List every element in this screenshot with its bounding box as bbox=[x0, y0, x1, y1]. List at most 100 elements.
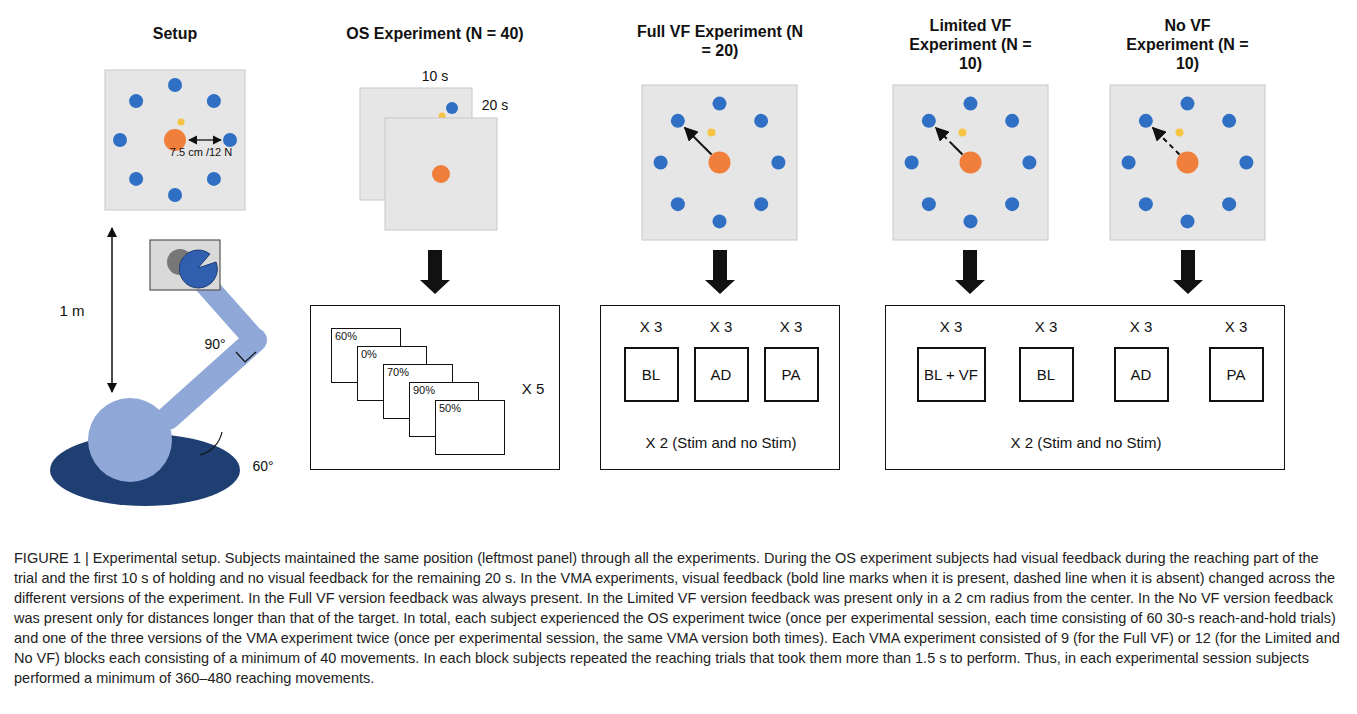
target-dot bbox=[207, 172, 221, 186]
target-dot bbox=[1222, 114, 1236, 128]
block-box: AD bbox=[1114, 347, 1169, 402]
repeat-label: X 3 bbox=[626, 318, 676, 335]
figure-caption: FIGURE 1 | Experimental setup. Subjects … bbox=[14, 548, 1343, 688]
target-dot bbox=[168, 188, 182, 202]
cursor-dot bbox=[708, 129, 716, 137]
target-dot bbox=[754, 197, 768, 211]
block-label: AD bbox=[711, 366, 732, 383]
no-feedback-line bbox=[1153, 128, 1180, 155]
angle-mark bbox=[236, 352, 256, 362]
panel-title: Setup bbox=[95, 24, 255, 43]
target-dot bbox=[713, 214, 727, 228]
tablet bbox=[150, 240, 220, 290]
target-dot bbox=[754, 114, 768, 128]
target-dot bbox=[1181, 214, 1195, 228]
percent-label: 50% bbox=[439, 402, 461, 414]
block-group: X 3 X 3 X 3 X 3 X 2 (Stim and no Stim) BL + V… bbox=[885, 305, 1285, 470]
block-box: BL + VF bbox=[917, 347, 986, 402]
angle-label: 60° bbox=[242, 458, 284, 475]
target-dot bbox=[671, 114, 685, 128]
target-dot bbox=[1005, 114, 1019, 128]
target-dot bbox=[713, 97, 727, 111]
cursor-dot bbox=[959, 129, 967, 137]
flow-arrow bbox=[705, 250, 735, 294]
block-box: BL bbox=[1019, 347, 1074, 402]
cursor-dot bbox=[178, 119, 185, 126]
distance-arrow bbox=[111, 228, 113, 392]
percent-card: 50% bbox=[435, 400, 505, 455]
block-group: X 5 60% 0% 70% 90% 50% bbox=[310, 305, 560, 470]
workspace-square bbox=[893, 85, 1048, 240]
repeat-label: X 5 bbox=[513, 380, 553, 397]
repeat-label: X 3 bbox=[1206, 318, 1266, 335]
target-dot bbox=[1005, 197, 1019, 211]
block-label: BL bbox=[642, 366, 660, 383]
target-dot bbox=[129, 94, 143, 108]
target-dot bbox=[1239, 156, 1253, 170]
target-dot bbox=[1139, 197, 1153, 211]
block-label: PA bbox=[1227, 366, 1246, 383]
panel-title: Limited VF Experiment (N = 10) bbox=[908, 16, 1033, 74]
block-label: PA bbox=[782, 366, 801, 383]
repeat-label: X 3 bbox=[766, 318, 816, 335]
target-dot bbox=[771, 156, 785, 170]
block-box: AD bbox=[694, 347, 749, 402]
start-dot bbox=[1177, 152, 1199, 174]
percent-label: 60% bbox=[335, 330, 357, 342]
block-box: PA bbox=[764, 347, 819, 402]
target-dot bbox=[922, 197, 936, 211]
start-dot bbox=[960, 152, 982, 174]
workspace-square bbox=[385, 118, 497, 230]
flow-arrow bbox=[955, 250, 985, 294]
target-dot bbox=[1139, 114, 1153, 128]
block-label: BL + VF bbox=[924, 366, 978, 383]
flow-arrow bbox=[1173, 250, 1203, 294]
time-label: 10 s bbox=[410, 68, 460, 85]
block-box: PA bbox=[1209, 347, 1264, 402]
target-dot bbox=[654, 156, 668, 170]
block-label: BL bbox=[1037, 366, 1055, 383]
target-dot bbox=[1122, 156, 1136, 170]
target-dot bbox=[1181, 97, 1195, 111]
no-feedback-line bbox=[936, 128, 953, 145]
repeat-label: X 3 bbox=[1016, 318, 1076, 335]
start-dot bbox=[432, 165, 450, 183]
panel-title: Full VF Experiment (N = 20) bbox=[630, 22, 810, 60]
target-dot bbox=[964, 97, 978, 111]
percent-label: 90% bbox=[413, 384, 435, 396]
target-dot bbox=[1022, 156, 1036, 170]
cursor-dot bbox=[1176, 129, 1184, 137]
repeat-label: X 2 (Stim and no Stim) bbox=[606, 434, 836, 451]
target-dot bbox=[113, 133, 127, 147]
distance-arrow bbox=[189, 139, 221, 140]
target-dot bbox=[446, 102, 458, 114]
target-dot bbox=[1222, 197, 1236, 211]
dimension-label: 1 m bbox=[50, 302, 94, 320]
target-dot bbox=[905, 156, 919, 170]
angle-label: 90° bbox=[196, 336, 234, 353]
block-box: BL bbox=[624, 347, 679, 402]
target-dot bbox=[671, 197, 685, 211]
repeat-label: X 3 bbox=[921, 318, 981, 335]
flow-arrow bbox=[420, 250, 450, 294]
start-dot bbox=[709, 152, 731, 174]
target-dot bbox=[223, 133, 237, 147]
time-label: 20 s bbox=[470, 97, 520, 114]
percent-label: 70% bbox=[387, 366, 409, 378]
block-group: X 3 X 3 X 3 X 2 (Stim and no Stim) BL AD PA bbox=[600, 305, 840, 470]
panel-title: OS Experiment (N = 40) bbox=[305, 24, 565, 43]
target-dot bbox=[207, 94, 221, 108]
target-dot bbox=[168, 78, 182, 92]
repeat-label: X 3 bbox=[1111, 318, 1171, 335]
block-label: AD bbox=[1131, 366, 1152, 383]
feedback-line bbox=[685, 128, 712, 155]
target-dot bbox=[922, 114, 936, 128]
dimension-label: 7.5 cm /12 N bbox=[165, 146, 237, 159]
panel-title: No VF Experiment (N = 10) bbox=[1125, 16, 1250, 74]
target-dot bbox=[129, 172, 143, 186]
repeat-label: X 3 bbox=[696, 318, 746, 335]
percent-label: 0% bbox=[361, 348, 377, 360]
workspace-square bbox=[105, 70, 245, 210]
repeat-label: X 2 (Stim and no Stim) bbox=[896, 434, 1276, 451]
angle-mark bbox=[200, 432, 222, 455]
